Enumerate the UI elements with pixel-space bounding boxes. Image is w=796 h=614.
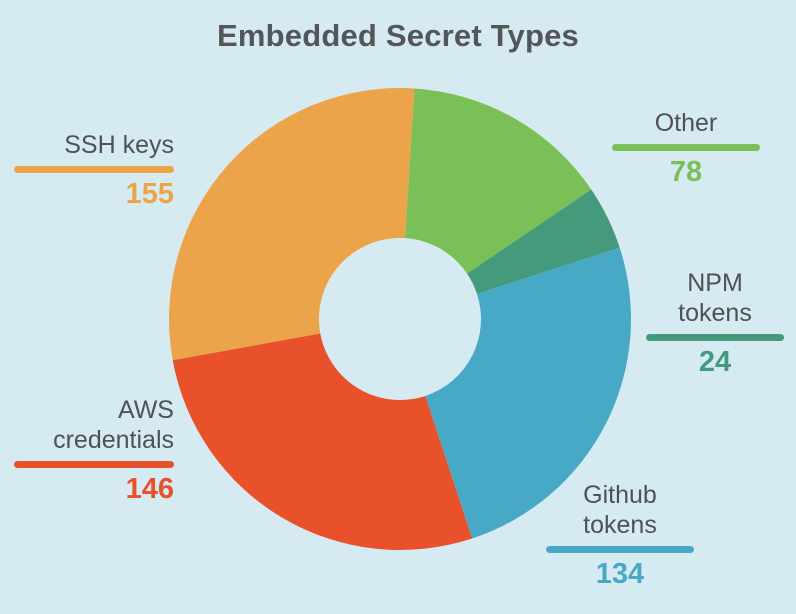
- donut-slice-github-tokens[interactable]: [425, 247, 631, 539]
- donut-slice-npm-tokens[interactable]: [467, 189, 620, 294]
- page-title: Embedded Secret Types: [217, 18, 579, 53]
- callout-npm-tokens: NPM tokens 24: [646, 268, 784, 379]
- callout-github-tokens: Github tokens 134: [546, 480, 694, 591]
- donut-slice-aws-credentials[interactable]: [172, 333, 473, 550]
- callout-value-other: 78: [669, 156, 703, 188]
- callout-rule-npm-tokens: [646, 334, 784, 341]
- callout-label-github-tokens: Github tokens: [583, 481, 657, 539]
- callout-other: Other 78: [612, 108, 760, 189]
- callout-value-ssh-keys: 155: [125, 178, 174, 210]
- donut-slice-other[interactable]: [405, 88, 592, 274]
- callout-rule-other: [612, 144, 760, 151]
- callout-value-aws-credentials: 146: [125, 473, 174, 505]
- donut-slice-ssh-keys[interactable]: [168, 87, 415, 361]
- callout-rule-github-tokens: [546, 546, 694, 553]
- callout-label-aws-credentials: AWS credentials: [53, 396, 174, 454]
- callout-value-github-tokens: 134: [595, 558, 645, 590]
- callout-rule-ssh-keys: [14, 166, 174, 173]
- callout-label-other: Other: [654, 109, 718, 137]
- callout-rule-aws-credentials: [14, 461, 174, 468]
- callout-label-npm-tokens: NPM tokens: [678, 269, 752, 327]
- callout-value-npm-tokens: 24: [698, 346, 732, 378]
- callout-label-ssh-keys: SSH keys: [64, 131, 174, 159]
- callout-aws-credentials: AWS credentials 146: [14, 395, 174, 506]
- callout-ssh-keys: SSH keys 155: [14, 130, 174, 211]
- donut-slice-group: [168, 87, 631, 550]
